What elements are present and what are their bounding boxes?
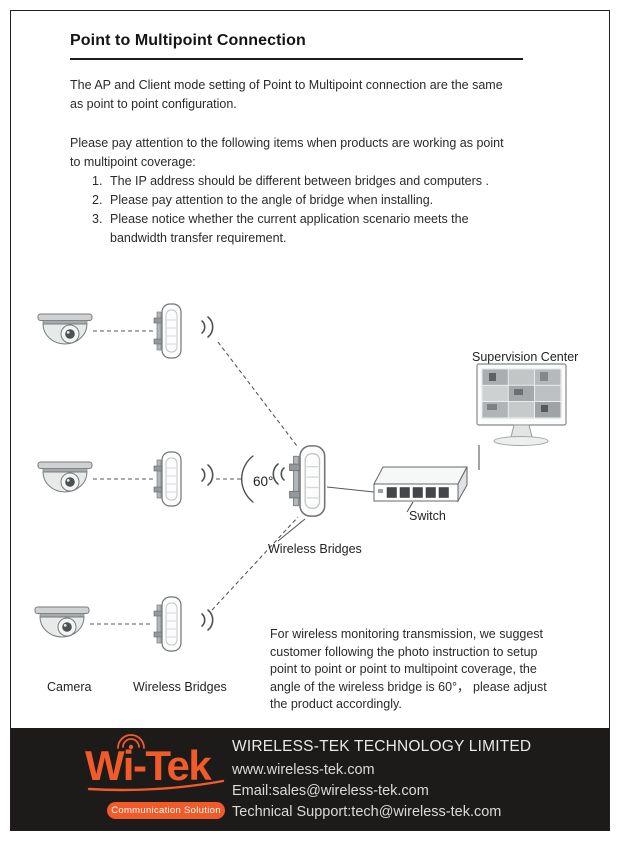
beam-angle-label: 60° [253,474,273,489]
camera-label: Camera [47,680,92,694]
list-item: 3. Please notice whether the current app… [92,210,489,248]
bridge3-to-central-line [211,516,299,611]
switch-icon [373,466,468,503]
antenna-icon [117,734,145,750]
supervision-monitor-icon [476,363,567,446]
dashed-links [90,330,299,625]
wifi-waves-icon [201,316,214,338]
witek-logo: Wi-Tek Communication Solution [85,734,235,824]
supervision-center-label: Supervision Center [472,350,578,364]
camera-icon [37,461,93,493]
intro-paragraph: The AP and Client mode setting of Point … [70,78,503,111]
list-item: 2. Please pay attention to the angle of … [92,191,489,210]
email-text: Email:sales@wireless-tek.com [232,783,429,799]
beam-angle-arc [240,455,254,503]
wifi-waves-icon [272,463,285,485]
logo-wordmark: Wi-Tek [85,742,212,789]
attention-intro-paragraph: Please pay attention to the following it… [70,136,504,169]
list-item: 1. The IP address should be different be… [92,172,489,191]
logo-tagline: Communication Solution [107,802,225,819]
solid-links [277,445,480,542]
footer-info: WIRELESS-TEK TECHNOLOGY LIMITED www.wire… [232,738,531,823]
switch-label: Switch [409,509,446,523]
list-item-number: 1. [92,174,103,188]
note-text: For wireless monitoring transmission, we… [270,627,547,712]
page-border [10,10,610,831]
title-underline [70,58,523,60]
wireless-bridges-callout-line [277,518,306,542]
wifi-waves-icon [201,609,214,631]
logo-swoosh [87,779,225,792]
wireless-bridges-bottom-label: Wireless Bridges [133,680,227,694]
wireless-bridges-center-label: Wireless Bridges [268,542,362,556]
list-item-number: 2. [92,193,103,207]
list-item-text: Please pay attention to the angle of bri… [110,193,434,207]
list-item-text: The IP address should be different betwe… [110,174,489,188]
wireless-bridge-icon [153,451,182,507]
attention-list: 1. The IP address should be different be… [92,172,489,248]
wifi-waves-icon [201,464,214,486]
footer: Wi-Tek Communication Solution WIRELESS-T… [11,728,609,830]
list-item-text: Please notice whether the current applic… [110,212,469,245]
wireless-bridge-icon [153,596,182,652]
website-text: www.wireless-tek.com [232,762,375,778]
camera-icon [34,606,90,638]
tech-support-text: Technical Support:tech@wireless-tek.com [232,804,502,820]
bridge1-to-central-line [217,341,298,447]
page-title: Point to Multipoint Connection [70,32,306,49]
switch-callout-line [406,501,414,513]
central-wireless-bridge-icon [288,445,326,517]
list-item-number: 3. [92,212,103,226]
central-to-switch-line [326,486,375,493]
wireless-bridge-icon [153,303,182,359]
camera-icon [37,313,93,345]
topology-diagram: Supervision Center Switch Wireless Bridg… [34,303,578,694]
company-name: WIRELESS-TEK TECHNOLOGY LIMITED [232,738,532,755]
